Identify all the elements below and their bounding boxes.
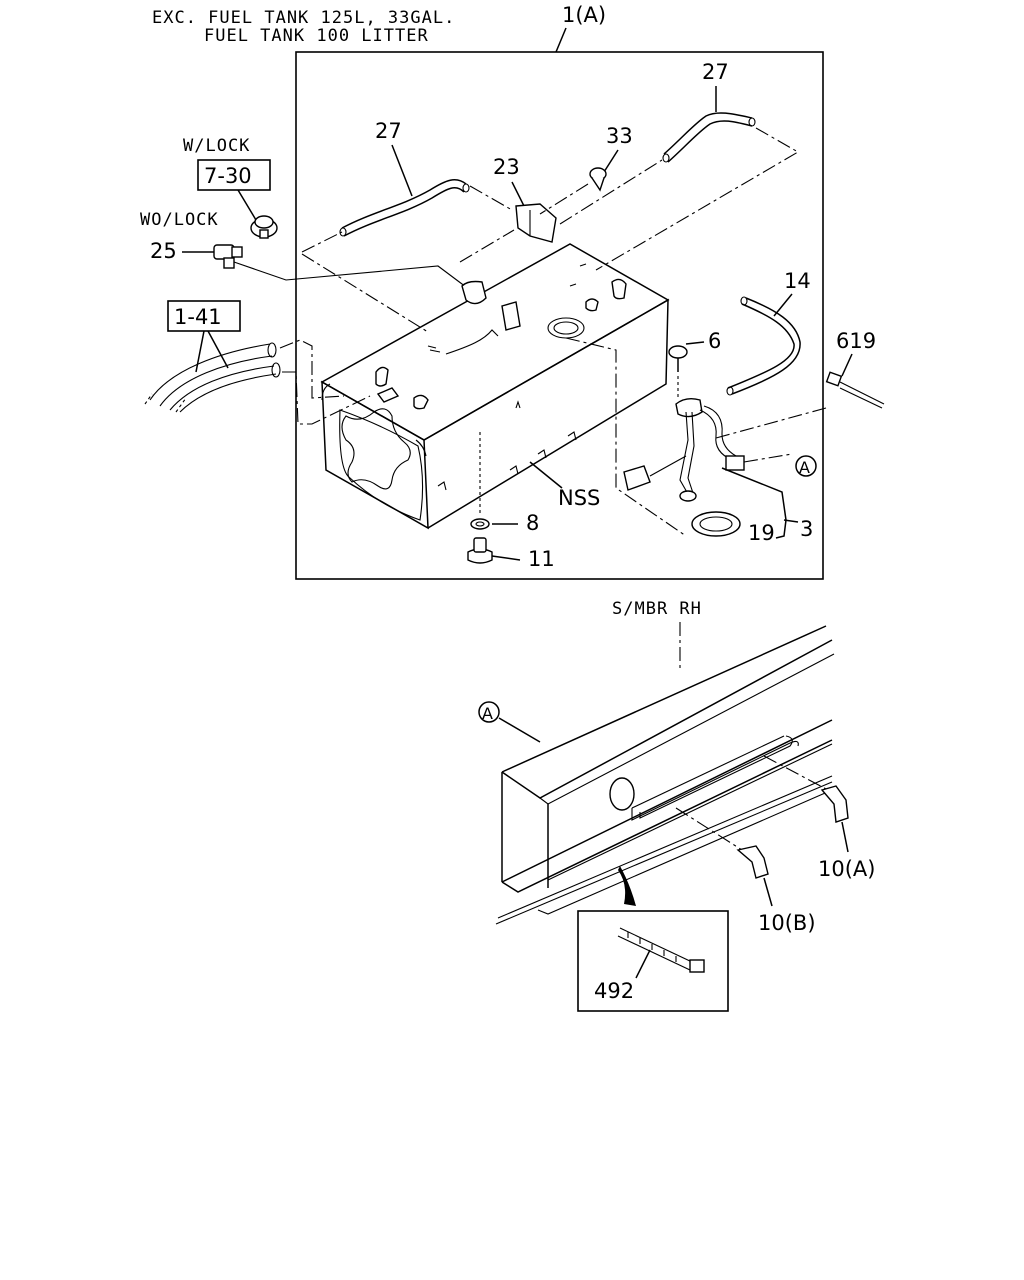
connector-a-upper [795,455,817,477]
tie-right-leader [841,353,853,377]
side-member-icon [495,625,835,925]
pipe-dash-2 [282,371,371,425]
clip-a-dash [763,755,829,791]
hose-icon [339,179,470,237]
screw-leader [603,149,619,173]
hose-dash-2 [301,253,429,333]
wo-lock-note: WO/LOCK [140,210,219,230]
hose-dash-3 [469,185,513,211]
header-line-1: EXC. FUEL TANK 125L, 33GAL. [152,8,455,28]
nss-leader [529,461,563,489]
hose-dash-6 [459,229,515,263]
washer-icon [470,518,490,530]
connector-a-upper-label: A [799,458,810,477]
hose-dash-4 [559,159,663,225]
screw-dash [539,183,589,215]
gauge-dash [565,337,687,537]
connector-a-lower [478,701,500,723]
cap-filler-line [233,261,471,291]
connector-a-lower-leader [498,717,541,743]
bolt-leader [685,341,705,345]
clip-b-leader [763,877,773,907]
gauge-unit-icon [623,397,745,502]
side-member-note: S/MBR RH [612,599,702,619]
gauge-to-a-dash [743,453,793,463]
callout-cap: 25 [150,239,177,263]
clip-icon [820,785,849,823]
callout-hose-right: 27 [702,60,729,84]
hose-icon [726,296,801,396]
callout-washer: 8 [526,511,539,535]
pipe-ref-leader-2 [207,330,229,369]
cap-ref-box[interactable] [197,159,271,191]
locking-cap-icon [250,215,278,239]
hose-icon [144,342,281,413]
drain-plug-leader [491,555,521,561]
pipe-dash-1 [279,339,345,399]
callout-drain-plug: 11 [528,547,555,571]
inset-box [577,910,729,1012]
callout-bracket: 23 [493,155,520,179]
cap-ref-label: 7-30 [204,164,252,188]
filler-cap-icon [213,244,243,269]
fuel-tank-icon [320,243,670,530]
gasket-ring-icon [691,511,741,537]
bracket-icon [515,203,557,243]
tie-inset-leader [635,949,651,979]
assembly-leader [555,27,567,53]
assembly-frame [295,51,824,580]
clip-icon [736,845,769,879]
gauge-unit-leader-tick [783,519,799,523]
callout-gauge-unit: 3 [800,517,813,541]
clip-a-leader [841,821,849,853]
cable-tie-icon [825,371,885,409]
pipe-ref-label: 1-41 [174,305,222,329]
inset-arrow-icon [618,866,636,906]
hose-dash-1 [301,231,343,253]
callout-clip-a: 10(A) [818,857,875,881]
pipe-ref-leader-1 [195,330,205,373]
assembly-label: 1(A) [562,3,606,27]
callout-vent-hose: 14 [784,269,811,293]
cable-tie-icon [617,927,705,973]
hose-dash-5 [595,127,800,271]
cap-ref-leader [237,189,257,221]
callout-tie-inset: 492 [594,979,634,1003]
clip-b-dash [675,807,743,851]
callout-tie-right: 619 [836,329,876,353]
tie-dash [715,407,827,439]
callout-clip-b: 10(B) [758,911,816,935]
connector-a-lower-label: A [482,704,493,723]
callout-hose-left: 27 [375,119,402,143]
drain-plug-icon [467,537,493,564]
callout-gasket: 19 [748,521,775,545]
header-line-2: FUEL TANK 100 LITTER [204,26,429,46]
w-lock-note: W/LOCK [183,136,250,156]
bolt-icon [668,345,688,372]
hose-icon [662,112,756,163]
hose-left-leader [391,144,413,197]
nss-note: NSS [558,486,600,510]
callout-bolt: 6 [708,329,721,353]
callout-screw: 33 [606,124,633,148]
screw-icon [589,167,607,192]
